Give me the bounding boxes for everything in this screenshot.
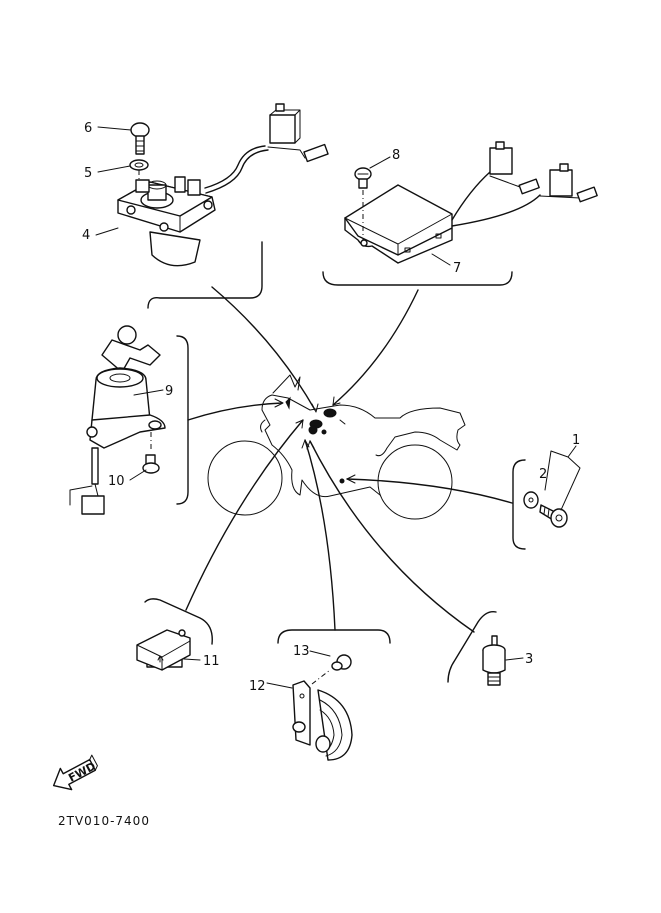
bolt-part-6 — [130, 122, 150, 155]
starter-relay-part-4 — [117, 103, 329, 267]
callout-1: 1 — [572, 433, 580, 448]
relay-part-11 — [136, 629, 191, 671]
drawing-code: 2TV010-7400 — [58, 814, 150, 828]
bracket-group-3 — [447, 611, 497, 683]
bracket-group-11 — [144, 598, 213, 645]
callout-8: 8 — [392, 148, 400, 163]
horn-part-12 — [292, 669, 353, 761]
washer-part-5 — [129, 159, 149, 171]
main-switch-part-9 — [69, 325, 166, 515]
callout-3: 3 — [525, 652, 533, 667]
callout-10: 10 — [108, 474, 125, 489]
neutral-switch-group: 3 — [447, 611, 533, 686]
bolt-washer-group: 1 2 — [512, 433, 581, 550]
fwd-arrow: FWD — [52, 754, 98, 791]
horn-group: 13 12 — [249, 629, 391, 761]
cdi-unit-group: 8 7 — [322, 141, 598, 286]
nut-part-13 — [331, 654, 352, 671]
motorcycle-silhouette — [207, 374, 466, 520]
leader-horn — [304, 439, 336, 631]
leader-relay — [211, 286, 316, 411]
callout-6: 6 — [84, 121, 92, 136]
rear-wheel — [377, 444, 453, 520]
callout-4: 4 — [82, 228, 90, 243]
leader-main-switch — [187, 402, 283, 421]
starter-relay-group: 6 5 4 — [82, 103, 329, 309]
callout-9: 9 — [165, 384, 173, 399]
relay-group: 11 — [136, 598, 220, 671]
washer-part-2 — [523, 491, 539, 509]
leader-cdi — [332, 289, 419, 406]
bracket-group-4-6 — [147, 241, 263, 309]
front-wheel — [207, 440, 283, 516]
bolt-part-10 — [142, 454, 160, 474]
leader-lines — [185, 286, 513, 633]
callout-7: 7 — [453, 261, 461, 276]
callout-12: 12 — [249, 679, 266, 694]
main-switch-group: 9 10 — [69, 325, 189, 515]
callout-11: 11 — [203, 654, 220, 669]
bolt-part-1 — [539, 504, 568, 528]
bracket-group-12-13 — [277, 629, 391, 644]
callout-13: 13 — [293, 644, 310, 659]
bracket-group-1-2 — [512, 459, 526, 550]
bracket-group-7-8 — [322, 271, 513, 286]
bracket-group-9-10 — [176, 335, 189, 505]
leader-relay-11 — [185, 419, 304, 611]
neutral-switch-part-3 — [482, 635, 506, 686]
leader-neutral-switch — [309, 440, 475, 633]
callout-5: 5 — [84, 166, 92, 181]
leader-bolt — [346, 478, 513, 504]
screw-part-8 — [354, 167, 372, 189]
cdi-unit-part-7 — [344, 141, 598, 264]
callout-2: 2 — [539, 467, 547, 482]
